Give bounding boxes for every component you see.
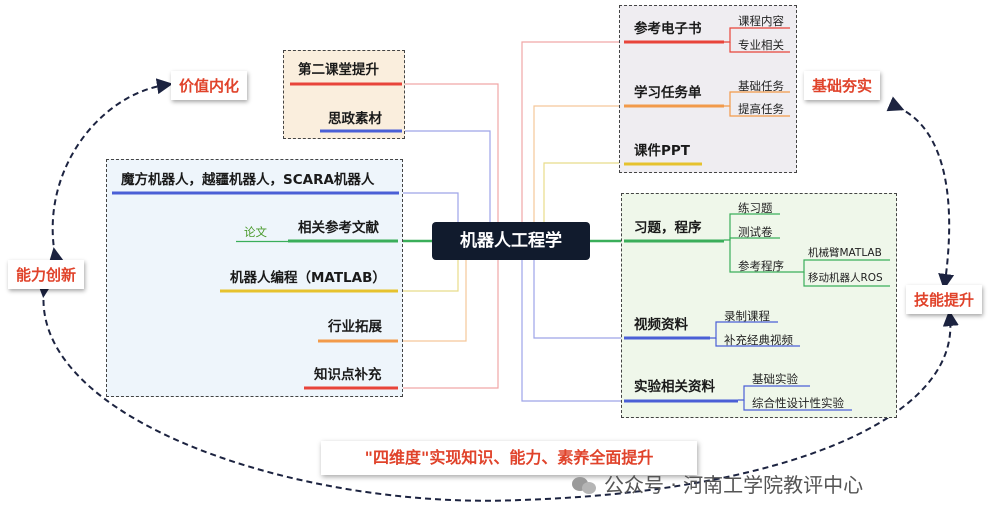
branch-video bbox=[710, 321, 800, 347]
underline-ppt bbox=[624, 162, 702, 166]
cycle-arc-left bbox=[48, 78, 173, 265]
underline-ideology bbox=[320, 129, 402, 133]
node-video: 视频资料 bbox=[634, 317, 688, 333]
wechat-icon bbox=[572, 475, 598, 495]
underline-knowledge bbox=[304, 386, 398, 390]
wire-ideology bbox=[400, 130, 491, 241]
sub-task-basic: 基础任务 bbox=[738, 79, 784, 93]
sub-mobile-ros: 移动机器人ROS bbox=[808, 272, 883, 284]
wire-second-class bbox=[400, 83, 499, 242]
node-industry: 行业拓展 bbox=[328, 319, 382, 335]
left-resources-box bbox=[106, 159, 403, 397]
sub-ref-program: 参考程序 bbox=[738, 259, 784, 273]
underline-industry bbox=[318, 339, 398, 343]
center-topic: 机器人工程学 bbox=[432, 222, 590, 260]
sub-design-lab: 综合性设计性实验 bbox=[752, 396, 844, 410]
branch-ebook bbox=[724, 27, 790, 53]
tag-skill: 技能提升 bbox=[906, 285, 983, 314]
node-robots: 魔方机器人，越疆机器人，SCARA机器人 bbox=[121, 172, 375, 188]
wire-knowledge bbox=[396, 241, 499, 389]
branch-exercise bbox=[724, 213, 800, 273]
sub-basic-lab: 基础实验 bbox=[752, 372, 798, 386]
wire-video bbox=[533, 241, 622, 339]
right-top-box bbox=[619, 5, 797, 173]
underline-robots bbox=[112, 191, 399, 195]
sub-ebook-major: 专业相关 bbox=[738, 38, 784, 52]
underline-paper bbox=[236, 240, 288, 243]
sub-test: 测试卷 bbox=[738, 225, 773, 239]
node-ppt: 课件PPT bbox=[634, 143, 690, 159]
branch-lab bbox=[738, 385, 852, 411]
sub-practice: 练习题 bbox=[738, 201, 773, 215]
node-paper: 论文 bbox=[244, 225, 267, 239]
wire-ebook bbox=[521, 41, 620, 242]
node-task: 学习任务单 bbox=[634, 85, 702, 101]
cycle-arc-bottom bbox=[36, 281, 959, 502]
branch-task bbox=[724, 91, 790, 117]
underline-video bbox=[624, 336, 710, 340]
node-ideology: 思政素材 bbox=[328, 111, 382, 127]
sub-recorded: 录制课程 bbox=[724, 309, 770, 323]
underline-exercise bbox=[624, 239, 724, 243]
sub-arm-matlab: 机械臂MATLAB bbox=[808, 247, 882, 259]
tag-ability: 能力创新 bbox=[8, 260, 85, 289]
underline-refs bbox=[288, 239, 398, 243]
underline-ebook bbox=[624, 40, 724, 44]
sub-task-advanced: 提高任务 bbox=[738, 102, 784, 116]
watermark-text: 公众号 · 河南工学院教评中心 bbox=[604, 473, 864, 497]
wire-task bbox=[533, 105, 620, 241]
wire-lab bbox=[521, 241, 622, 402]
node-refs: 相关参考文献 bbox=[298, 220, 379, 236]
underline-second-class bbox=[290, 82, 402, 86]
branch-program bbox=[800, 259, 890, 287]
wire-industry bbox=[396, 241, 467, 342]
cycle-arc-right bbox=[886, 96, 955, 290]
watermark: 公众号 · 河南工学院教评中心 bbox=[572, 469, 863, 498]
underline-task bbox=[624, 104, 724, 108]
extension-box bbox=[283, 50, 405, 139]
summary-banner: "四维度"实现知识、能力、素养全面提升 bbox=[321, 441, 697, 475]
node-exercise: 习题，程序 bbox=[634, 220, 702, 236]
node-matlab: 机器人编程（MATLAB） bbox=[230, 270, 386, 286]
node-second-class: 第二课堂提升 bbox=[298, 62, 379, 78]
node-knowledge: 知识点补充 bbox=[314, 367, 382, 383]
sub-ebook-content: 课程内容 bbox=[738, 14, 784, 28]
right-resources-box bbox=[621, 193, 897, 418]
underline-matlab bbox=[220, 289, 398, 293]
node-ebook: 参考电子书 bbox=[634, 21, 702, 37]
node-lab: 实验相关资料 bbox=[634, 379, 715, 395]
underline-lab bbox=[624, 399, 738, 403]
sub-classic-video: 补充经典视频 bbox=[724, 333, 793, 347]
tag-value: 价值内化 bbox=[171, 71, 248, 100]
wire-ppt bbox=[543, 162, 620, 241]
tag-foundation: 基础夯实 bbox=[804, 71, 881, 100]
